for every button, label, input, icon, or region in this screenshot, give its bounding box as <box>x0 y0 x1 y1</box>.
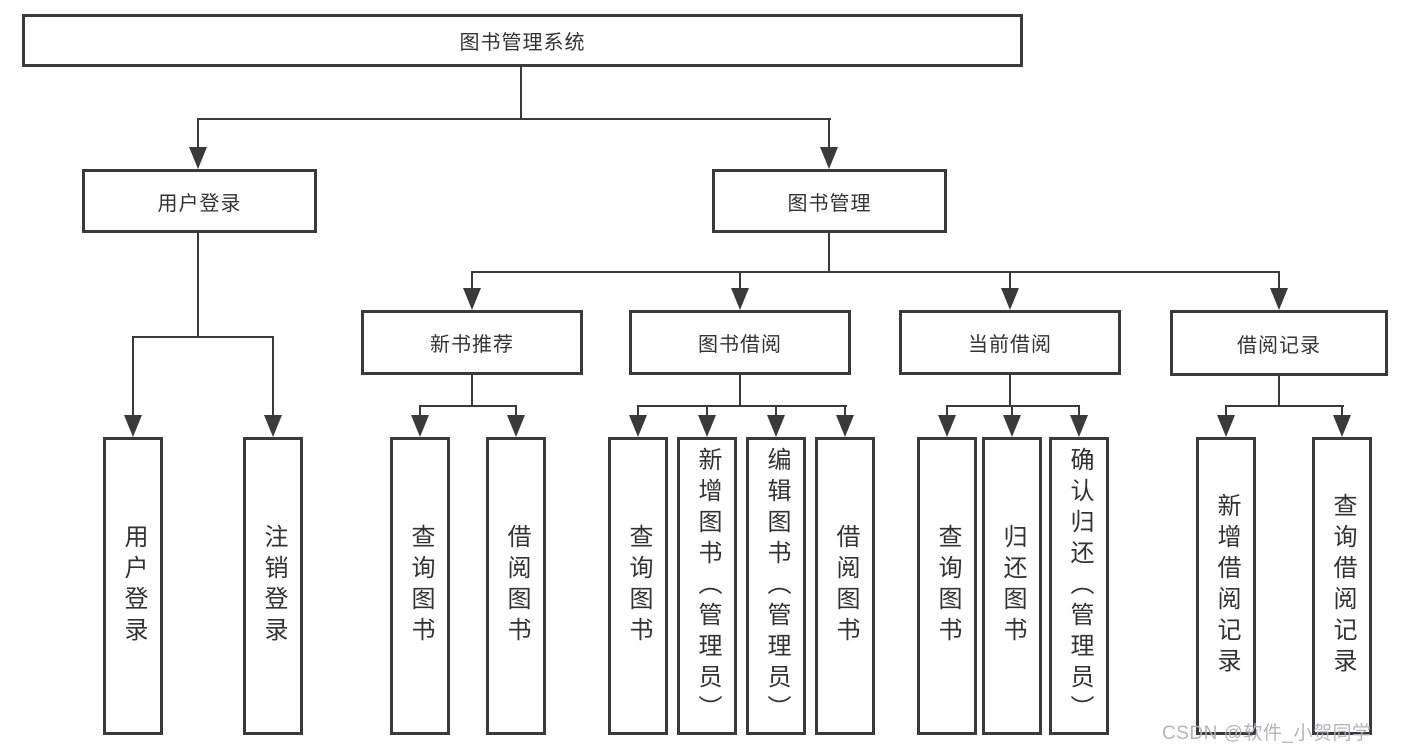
connector-userlogin-stem <box>197 233 199 336</box>
connector-drop-logout-leaf <box>272 336 274 417</box>
connector-g3-drop-2 <box>706 405 708 417</box>
node-root: 图书管理系统 <box>22 14 1023 67</box>
connector-bookmgmt-bar <box>471 271 1280 273</box>
node-new-book-rec: 新书推荐 <box>361 310 583 375</box>
leaf-user-login: 用户登录 <box>103 437 163 735</box>
leaf-borrow-add: 新增图书（管理员） <box>677 437 737 735</box>
leaf-newbook-query: 查询图书 <box>390 437 450 735</box>
arrowhead-g5-leaf-2 <box>1333 415 1351 437</box>
connector-g5-drop-2 <box>1341 405 1343 417</box>
connector-g3-drop-1 <box>637 405 639 417</box>
leaf-borrow-borrow: 借阅图书 <box>815 437 875 735</box>
connector-g4-bar <box>946 405 1080 407</box>
arrowhead-current-borrow <box>1001 288 1019 310</box>
connector-drop-book-borrow <box>739 271 741 290</box>
node-book-borrow: 图书借阅 <box>629 310 851 375</box>
connector-g4-drop-3 <box>1078 405 1080 417</box>
connector-bookmgmt-stem <box>828 233 830 273</box>
connector-drop-current-borrow <box>1009 271 1011 290</box>
arrowhead-g5-leaf-1 <box>1217 415 1235 437</box>
leaf-current-query: 查询图书 <box>917 437 977 735</box>
arrowhead-g4-leaf-1 <box>938 415 956 437</box>
leaf-borrow-query: 查询图书 <box>608 437 668 735</box>
connector-g2-drop-1 <box>419 405 421 417</box>
arrowhead-book-borrow <box>731 288 749 310</box>
connector-g2-stem <box>471 375 473 405</box>
connector-drop-login-leaf <box>132 336 134 417</box>
arrowhead-g3-leaf-2 <box>698 415 716 437</box>
leaf-current-confirm: 确认归还（管理员） <box>1049 437 1109 735</box>
connector-drop-borrow-record <box>1278 271 1280 290</box>
connector-g5-drop-1 <box>1225 405 1227 417</box>
arrowhead-g3-leaf-4 <box>836 415 854 437</box>
arrowhead-new-book <box>463 288 481 310</box>
node-borrow-record: 借阅记录 <box>1170 310 1388 376</box>
connector-root-stem <box>520 67 522 118</box>
arrowhead-borrow-record <box>1270 288 1288 310</box>
connector-g2-bar <box>419 405 517 407</box>
connector-userlogin-bar <box>132 336 274 338</box>
connector-g3-stem <box>739 375 741 405</box>
node-user-login: 用户登录 <box>82 169 317 233</box>
node-current-borrow: 当前借阅 <box>899 310 1121 375</box>
arrowhead-user-login <box>189 147 207 169</box>
arrowhead-g4-leaf-2 <box>1003 415 1021 437</box>
arrowhead-book-mgmt <box>820 147 838 169</box>
arrowhead-g2-leaf-1 <box>411 415 429 437</box>
node-book-mgmt: 图书管理 <box>712 169 947 233</box>
connector-g3-bar <box>637 405 847 407</box>
leaf-current-return: 归还图书 <box>982 437 1042 735</box>
arrowhead-g3-leaf-1 <box>629 415 647 437</box>
connector-drop-user-login <box>197 118 199 149</box>
connector-g4-drop-2 <box>1011 405 1013 417</box>
connector-root-bar <box>197 118 831 120</box>
leaf-borrow-edit: 编辑图书（管理员） <box>746 437 806 735</box>
connector-g3-drop-3 <box>775 405 777 417</box>
connector-g5-bar <box>1225 405 1344 407</box>
arrowhead-logout-leaf <box>264 415 282 437</box>
connector-drop-new-book <box>471 271 473 290</box>
arrowhead-login-leaf <box>124 415 142 437</box>
connector-g4-drop-1 <box>946 405 948 417</box>
connector-g5-stem <box>1278 376 1280 405</box>
leaf-logout: 注销登录 <box>243 437 303 735</box>
leaf-record-add: 新增借阅记录 <box>1196 437 1256 735</box>
connector-g2-drop-2 <box>515 405 517 417</box>
leaf-newbook-borrow: 借阅图书 <box>486 437 546 735</box>
arrowhead-g3-leaf-3 <box>767 415 785 437</box>
arrowhead-g2-leaf-2 <box>507 415 525 437</box>
arrowhead-g4-leaf-3 <box>1070 415 1088 437</box>
connector-g3-drop-4 <box>844 405 846 417</box>
connector-g4-stem <box>1009 375 1011 405</box>
csdn-watermark: CSDN @软件_小贺同学 <box>1162 723 1372 744</box>
leaf-record-query: 查询借阅记录 <box>1312 437 1372 735</box>
connector-drop-book-mgmt <box>828 118 830 149</box>
